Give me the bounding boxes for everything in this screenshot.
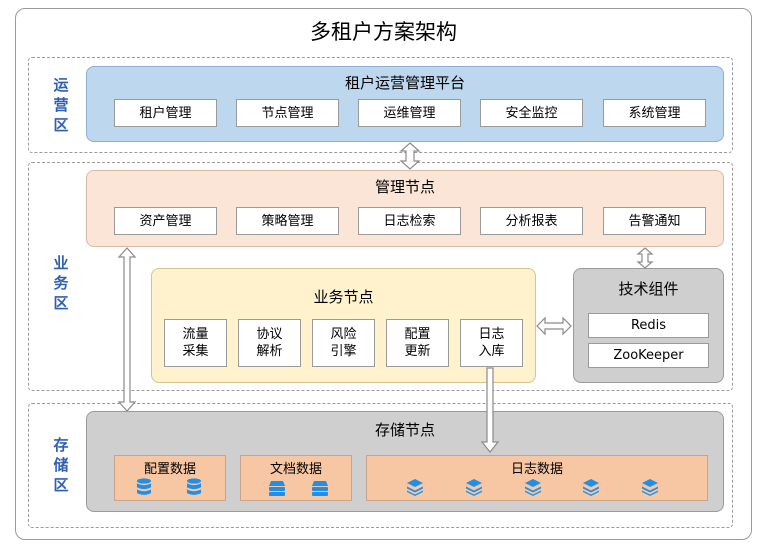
- arrow-ops-mgmt: [399, 142, 421, 170]
- zone-ops: [28, 57, 733, 153]
- store-log-data-label: 日志数据: [510, 462, 563, 477]
- zone-storage: [28, 403, 733, 528]
- business-item-line: 日志: [478, 327, 505, 342]
- ops-platform-title: 租户运营管理平台: [344, 74, 465, 92]
- tech-components-title: 技术组件: [618, 280, 679, 298]
- mgmt-item-report: 分析报表: [480, 207, 583, 235]
- document-storage-icon: [269, 481, 285, 496]
- business-item-line: 流量: [182, 327, 209, 342]
- arrow-mgmt-tech: [636, 247, 654, 269]
- zone-storage-label: 存储区: [53, 436, 69, 494]
- layers-icon: [407, 479, 423, 496]
- layers-icon: [583, 479, 599, 496]
- business-item-config-update: 配置 更新: [386, 319, 449, 367]
- ops-item-security-monitor: 安全监控: [480, 99, 583, 127]
- layers-icon: [466, 479, 482, 496]
- business-item-risk-engine: 风险 引擎: [312, 319, 375, 367]
- arrow-log-storage: [480, 367, 500, 453]
- ops-item-node-mgmt: 节点管理: [236, 99, 339, 127]
- document-storage-icon: [312, 481, 328, 496]
- arrow-mgmt-storage: [117, 247, 137, 412]
- tech-item-redis: Redis: [588, 313, 709, 338]
- business-item-line: 采集: [182, 344, 209, 359]
- ops-item-tenant-mgmt: 租户管理: [114, 99, 217, 127]
- business-item-traffic-capture: 流量 采集: [164, 319, 227, 367]
- ops-item-operation-mgmt: 运维管理: [358, 99, 461, 127]
- business-item-line: 协议: [256, 327, 283, 342]
- mgmt-item-log-search: 日志检索: [358, 207, 461, 235]
- business-item-line: 风险: [330, 327, 357, 342]
- storage-node-title: 存储节点: [374, 421, 435, 439]
- business-item-line: 配置: [404, 327, 431, 342]
- database-icon: [137, 478, 151, 495]
- arrow-business-tech: [536, 316, 572, 336]
- store-document-data: [240, 455, 352, 501]
- layers-icon: [525, 479, 541, 496]
- database-icon: [187, 478, 201, 495]
- store-config-data: [114, 455, 226, 501]
- mgmt-item-alert: 告警通知: [603, 207, 706, 235]
- layers-icon: [642, 479, 658, 496]
- business-node-title: 业务节点: [313, 288, 374, 306]
- tech-item-zookeeper: ZooKeeper: [588, 343, 709, 368]
- business-item-line: 引擎: [330, 344, 357, 359]
- business-item-line: 更新: [404, 344, 431, 359]
- business-item-protocol-parse: 协议 解析: [238, 319, 301, 367]
- store-config-data-label: 配置数据: [143, 462, 196, 477]
- diagram-title: 多租户方案架构: [310, 20, 457, 44]
- zone-ops-label: 运营区: [53, 76, 69, 134]
- zone-business-label: 业务区: [53, 254, 69, 312]
- zone-business: [28, 162, 733, 391]
- business-item-log-ingest: 日志 入库: [460, 319, 523, 367]
- ops-item-system-mgmt: 系统管理: [603, 99, 706, 127]
- mgmt-item-asset: 资产管理: [114, 207, 217, 235]
- store-document-data-label: 文档数据: [269, 462, 322, 477]
- mgmt-item-policy: 策略管理: [236, 207, 339, 235]
- business-item-line: 解析: [256, 344, 283, 359]
- mgmt-node-title: 管理节点: [374, 178, 435, 196]
- business-item-line: 入库: [478, 344, 505, 359]
